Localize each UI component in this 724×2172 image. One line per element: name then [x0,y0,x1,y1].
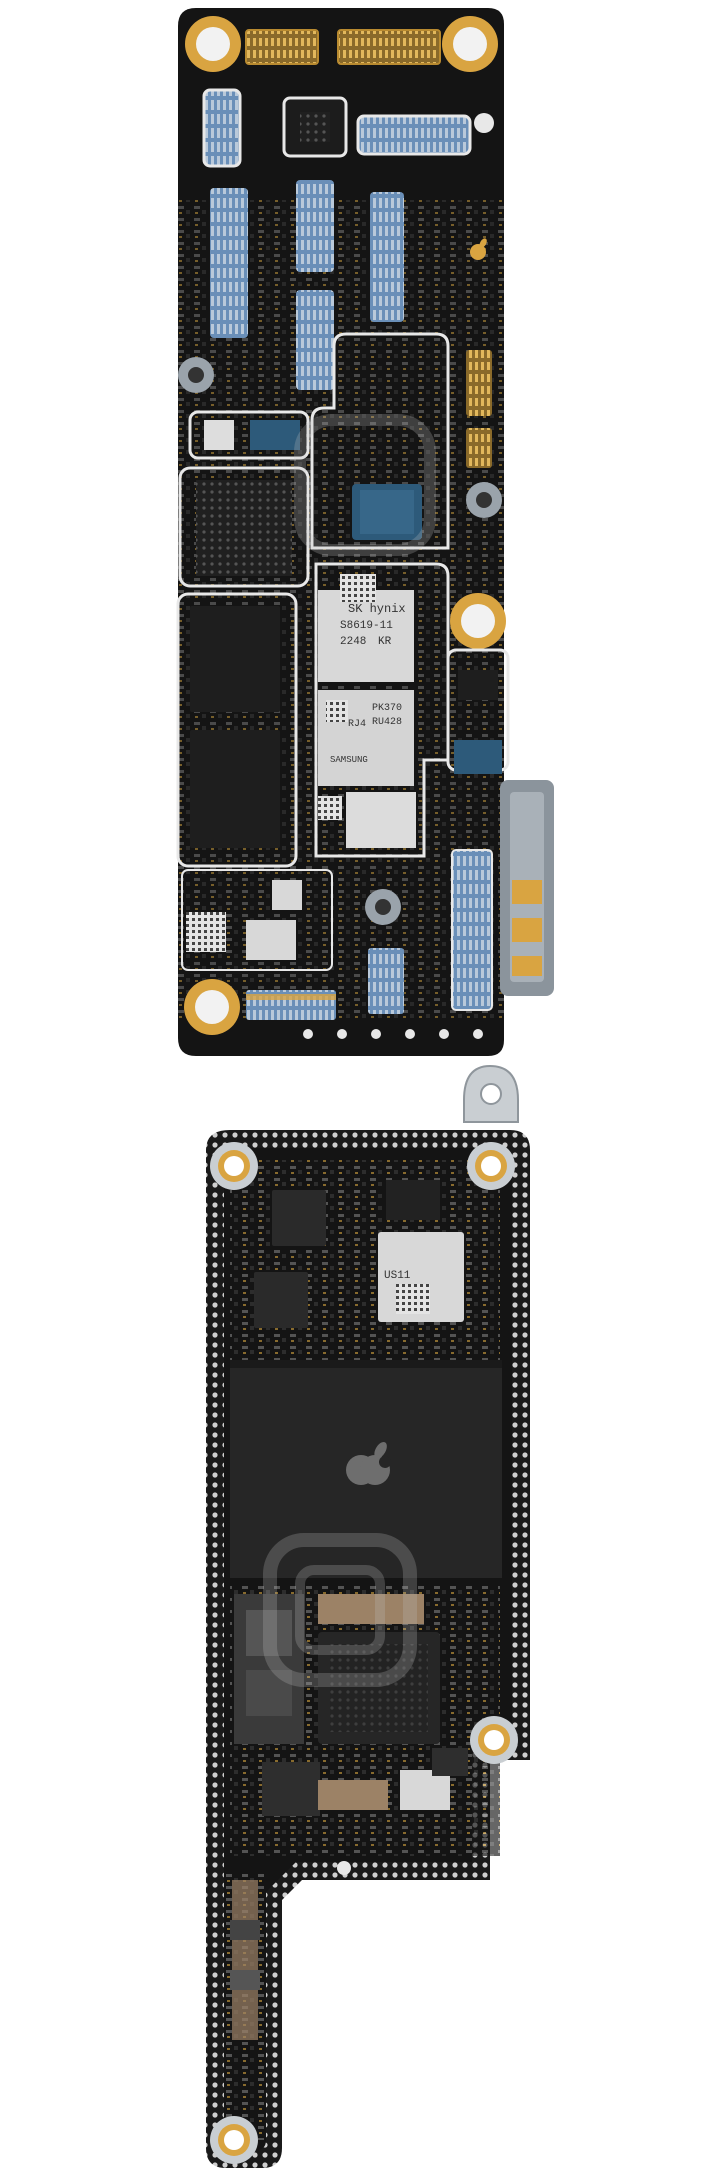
screw-hole-top-left [185,16,241,72]
skhynix-text-3: 2248 [340,636,366,648]
skhynix-text-4: KR [378,636,392,648]
apple-logo-small [470,238,487,260]
us11-text: US11 [384,1270,411,1282]
modem-region-outline [314,562,450,858]
blue-connector-horizontal [356,114,472,156]
lower-chip-e [432,1748,468,1776]
blue-connector-v1 [210,188,248,338]
lower-chip-b [254,1272,308,1328]
memory-chip-upper [190,606,280,712]
shield-code-3: RJ4 [348,719,366,730]
memory-region-outline [176,592,298,868]
lower-screw-top-right [467,1142,515,1190]
blue-connector-small [202,88,242,168]
small-outlined-block [188,410,310,460]
watermark-logo [263,414,436,1687]
lower-screw-top-left [210,1142,258,1190]
lower-chip-c [262,1762,320,1816]
bottom-left-cluster [181,869,333,971]
bottom-connector-small [368,948,404,1014]
lower-dark-block [386,1180,440,1220]
skhynix-text-1: SK hynix [348,602,406,616]
lower-tan-components [318,1594,424,1624]
screw-hole-middle-right [450,593,506,649]
tail-tan-column [232,1880,258,2040]
small-shield-chip [346,792,416,848]
brand-text: SAMSUNG [330,755,368,765]
top-connector-left [245,29,319,65]
shield-code-1: PK370 [372,703,402,714]
lower-chip-a [272,1190,326,1246]
lower-logic-board: US11 [206,1064,530,2168]
blue-connector-v4 [370,192,404,322]
lower-chip-d [400,1770,450,1810]
skhynix-text-2: S8619-11 [340,620,393,632]
screw-hole-bottom-left [184,979,240,1035]
bottom-edge-test-points [303,1029,483,1039]
lower-screw-bottom [210,2116,258,2164]
blue-connector-long [451,849,493,1011]
screw-hole-top-right [442,16,498,72]
power-region-outline [310,332,450,550]
upper-logic-board: SK hynix S8619-11 2248 KR PK370 RU428 RJ… [176,8,554,1056]
blue-connector-v3 [296,290,334,390]
lower-screw-middle-right [470,1716,518,1764]
skhynix-chip [318,590,414,682]
lower-tan-row [318,1780,388,1810]
soc-bga-area [196,480,292,576]
gold-connector-right-v1 [466,350,492,416]
apple-logo-large [346,1441,391,1485]
top-connector-right [337,29,441,65]
memory-chip-lower [190,730,280,848]
blue-connector-v2 [296,180,334,272]
gold-connector-right-v2 [466,428,492,468]
shield-code-2: RU428 [372,717,402,728]
soc-region-outline [178,466,310,588]
